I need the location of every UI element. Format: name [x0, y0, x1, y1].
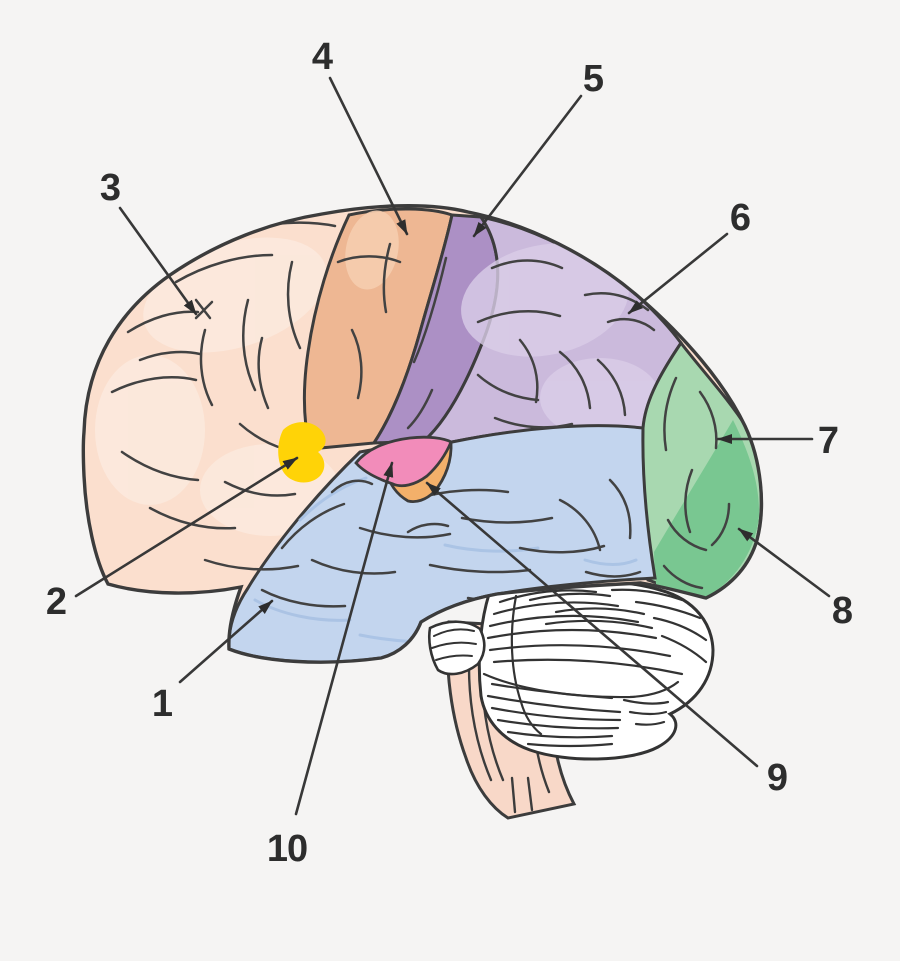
- label-9-arrow: [425, 481, 759, 768]
- label-8: 8: [832, 590, 852, 632]
- pons-wedge-striations: [431, 628, 477, 661]
- pointer-lines: [74, 76, 831, 816]
- pink-wedge-region: [354, 435, 453, 488]
- label-4-arrow: [328, 76, 409, 236]
- label-1: 1: [152, 683, 173, 725]
- frontal-lobe-highlights: [95, 237, 340, 536]
- label-2: 2: [46, 581, 66, 623]
- pointer-labels: 1 2 3 4 5 6 7 8 9 10: [46, 36, 853, 870]
- parietal-highlight: [540, 358, 660, 438]
- brain-outline: [81, 204, 764, 664]
- frontal-highlight: [143, 237, 327, 353]
- pons-wedge-shape: [427, 620, 486, 676]
- dark-purple-strip-sulci: [406, 256, 448, 430]
- label-6-arrow: [627, 232, 729, 315]
- label-7: 7: [818, 420, 838, 462]
- label-8-arrow: [737, 527, 831, 598]
- label-5-arrow: [472, 94, 583, 238]
- label-10-arrow: [294, 461, 394, 816]
- label-3-arrow: [118, 206, 198, 316]
- occipital-sulci: [662, 376, 731, 590]
- cerebellum-striations: [482, 588, 708, 748]
- temporal-sulci: [260, 478, 642, 608]
- label-3: 3: [100, 167, 120, 209]
- label-10: 10: [267, 828, 307, 870]
- pons-wedge: [427, 620, 486, 676]
- label-6: 6: [730, 197, 750, 239]
- label-9: 9: [767, 757, 787, 799]
- label-4: 4: [312, 36, 333, 78]
- cerebellum: [477, 579, 715, 761]
- parietal-highlights: [461, 243, 660, 438]
- tan-strip-sulci: [336, 242, 402, 400]
- occipital-lobe-shaded-region: [654, 420, 760, 599]
- frontal-highlight: [95, 355, 205, 505]
- label-2-arrow: [74, 456, 299, 598]
- parietal-highlight: [461, 243, 629, 357]
- label-5: 5: [583, 58, 604, 100]
- label-1-arrow: [178, 599, 274, 684]
